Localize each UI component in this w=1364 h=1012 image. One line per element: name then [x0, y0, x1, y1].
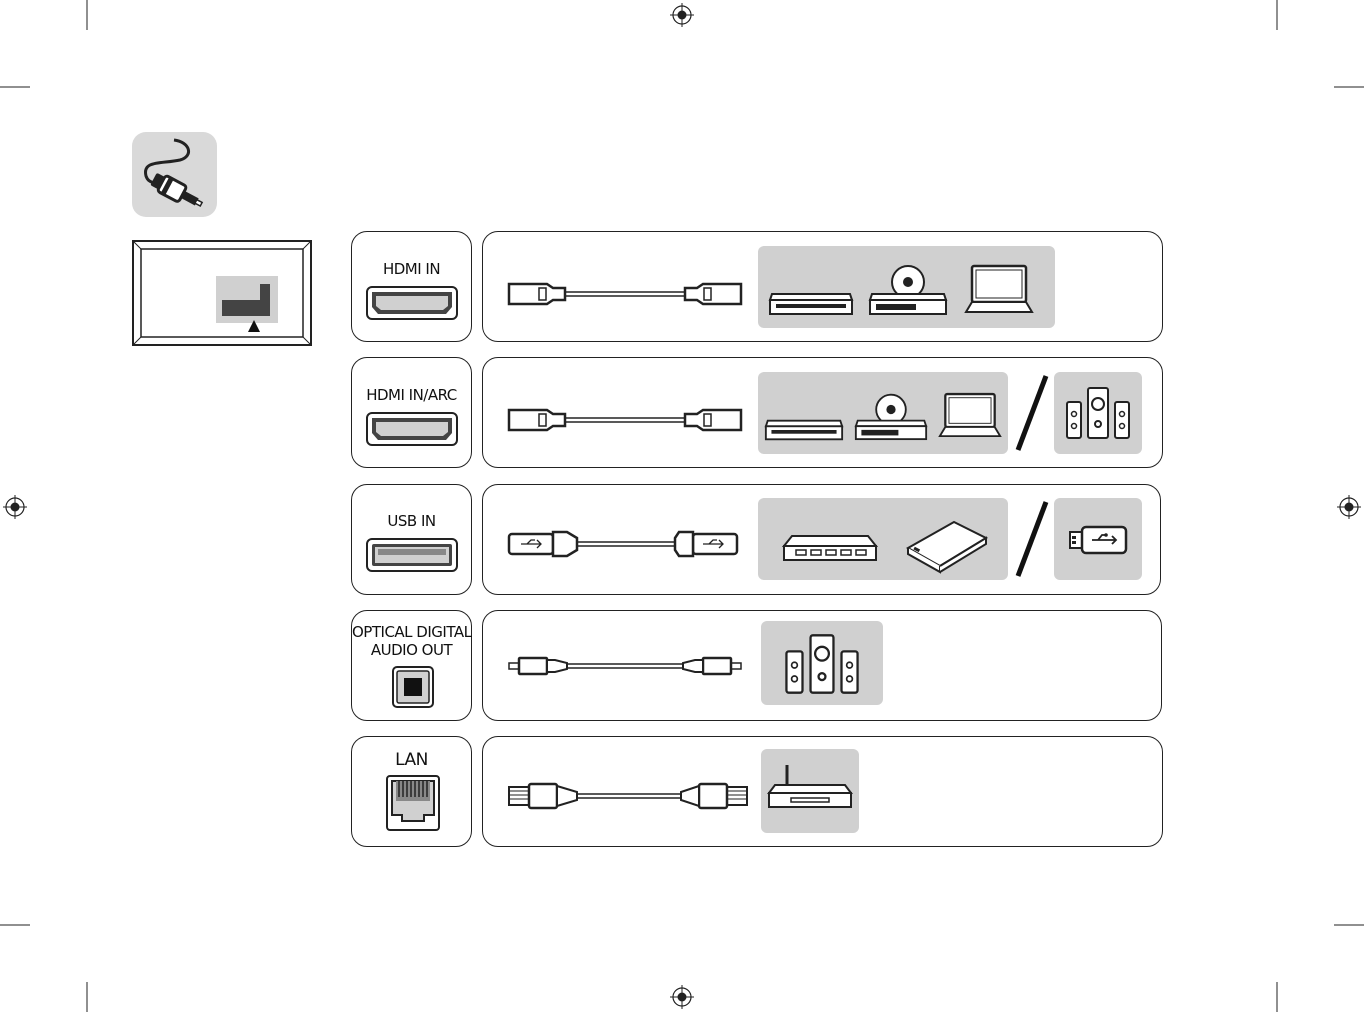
- set-top-box-icon: [768, 292, 854, 316]
- port-card-usb-in: USB IN: [351, 484, 472, 595]
- dvd-player-icon: [854, 390, 928, 442]
- port-card-lan: LAN: [351, 736, 472, 847]
- dvd-player-icon: [868, 262, 948, 316]
- speaker-system-icon: [783, 633, 861, 695]
- hdmi-port-icon: [366, 412, 458, 446]
- port-card-hdmi-in: HDMI IN: [351, 231, 472, 342]
- registration-mark-right: [1337, 495, 1361, 519]
- usb-port-icon: [366, 538, 458, 572]
- port-label-usb-in: USB IN: [352, 512, 471, 530]
- lan-cable-icon: [507, 781, 749, 811]
- port-card-hdmi-in-arc: HDMI IN/ARC: [351, 357, 472, 468]
- or-slash-icon: [1014, 374, 1050, 452]
- usb-flash-drive-icon: [1068, 524, 1130, 556]
- hdmi-cable-icon: [507, 406, 743, 434]
- registration-mark-left: [3, 495, 27, 519]
- port-label-hdmi-in-arc: HDMI IN/ARC: [352, 386, 471, 404]
- device-panel-usb-in: [758, 498, 1008, 580]
- port-label-optical-line-1: OPTICAL DIGITAL: [352, 623, 471, 641]
- port-label-lan: LAN: [352, 751, 471, 769]
- port-card-optical-digital-audio-out: OPTICAL DIGITAL AUDIO OUT: [351, 610, 472, 721]
- optical-port-icon: [392, 666, 434, 708]
- or-slash-icon: [1014, 500, 1050, 578]
- device-panel-optical: [761, 621, 883, 705]
- lan-port-icon: [386, 775, 440, 831]
- laptop-icon: [938, 392, 1002, 440]
- hdmi-cable-icon: [507, 280, 743, 308]
- tv-rear-panel-illustration: [132, 240, 312, 346]
- device-panel-usb-in-alt: [1054, 498, 1142, 580]
- set-top-box-icon: [764, 418, 844, 442]
- device-panel-lan: [761, 749, 859, 833]
- laptop-icon: [964, 264, 1034, 316]
- usb-cable-icon: [507, 529, 739, 559]
- port-label-optical-line-2: AUDIO OUT: [352, 641, 471, 659]
- external-hdd-icon: [904, 518, 990, 574]
- connection-cable-icon: [132, 132, 217, 217]
- hdmi-port-icon: [366, 286, 458, 320]
- speaker-system-icon: [1064, 386, 1132, 440]
- registration-mark-bottom: [670, 985, 694, 1009]
- device-panel-hdmi-in: [758, 246, 1055, 328]
- router-icon: [767, 763, 853, 813]
- usb-hub-icon: [782, 534, 878, 564]
- registration-mark-top: [670, 3, 694, 27]
- optical-cable-icon: [507, 655, 743, 677]
- device-panel-hdmi-in-arc-alt: [1054, 372, 1142, 454]
- port-label-hdmi-in: HDMI IN: [352, 260, 471, 278]
- device-panel-hdmi-in-arc: [758, 372, 1008, 454]
